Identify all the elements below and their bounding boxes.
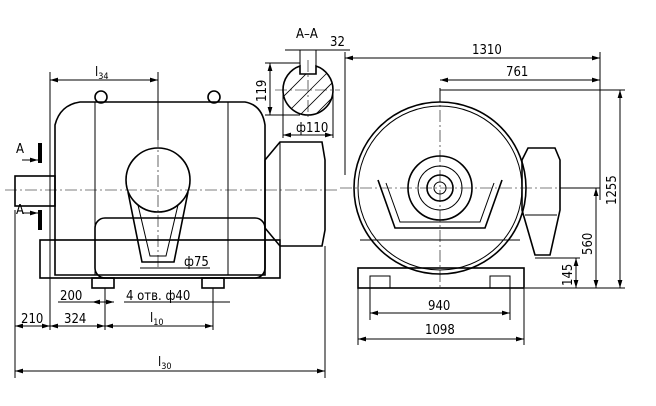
- dim-324: 324: [64, 312, 86, 327]
- dim-l10: l10: [150, 311, 164, 328]
- dim-210: 210: [21, 312, 43, 327]
- dim-200: 200: [60, 289, 82, 304]
- dim-bore: ф75: [184, 255, 209, 270]
- dim-l30: l30: [158, 355, 172, 372]
- section-label-top: A: [16, 142, 24, 157]
- dim-145: 145: [561, 264, 576, 286]
- dim-761: 761: [506, 65, 528, 80]
- motor-body: [54, 101, 266, 276]
- end-bracket: [377, 179, 503, 229]
- dim-holes: 4 отв. ф40: [126, 289, 190, 304]
- side-view: A A l34 ф75 200 4 отв. ф40 210 324 l10 l…: [5, 65, 340, 378]
- dim-560: 560: [581, 233, 596, 255]
- dim-940: 940: [428, 299, 450, 314]
- dim-section-height: 119: [255, 80, 270, 102]
- section-a-a: A–A 32 119 ф110: [255, 27, 350, 138]
- section-title: A–A: [296, 27, 318, 42]
- lifting-eye: [207, 90, 221, 104]
- lower-housing: [94, 217, 266, 279]
- dim-1255: 1255: [605, 175, 620, 205]
- section-label-bottom: A: [16, 203, 24, 218]
- dim-diameter: ф110: [296, 121, 328, 136]
- dim-l34: l34: [95, 65, 109, 82]
- base-frame: [39, 239, 281, 279]
- terminal-box: [521, 147, 561, 256]
- dim-1310: 1310: [472, 43, 502, 58]
- shaft: [14, 175, 56, 207]
- lifting-eye: [94, 90, 108, 104]
- dim-1098: 1098: [425, 323, 455, 338]
- dim-key-width: 32: [330, 35, 345, 50]
- fan-cover: [264, 141, 326, 247]
- end-view: 1310 761 1255 560 145 940 1098: [340, 43, 625, 345]
- end-base: [357, 267, 525, 289]
